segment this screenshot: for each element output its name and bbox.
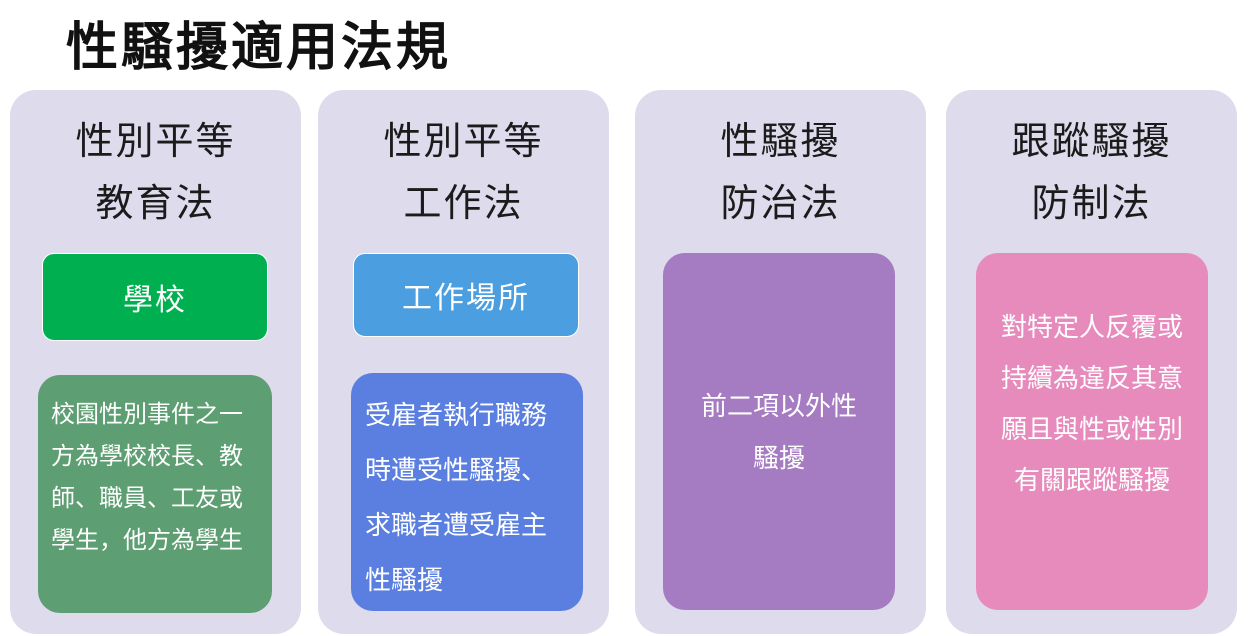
description-text: 對特定人反覆或持續為違反其意願且與性或性別有關跟蹤騷擾 [1000, 313, 1183, 496]
description-box: 校園性別事件之一方為學校校長、教師、職員、工友或學生，他方為學生 [38, 375, 272, 613]
panel-title-line2: 教育法 [95, 181, 216, 225]
panel-title-line1: 性別平等 [383, 119, 544, 163]
scope-box-workplace: 工作場所 [353, 253, 579, 337]
description-text: 受雇者執行職務時遭受性騷擾、求職者遭受雇主性騷擾 [365, 401, 548, 596]
description-box: 對特定人反覆或持續為違反其意願且與性或性別有關跟蹤騷擾 [976, 253, 1208, 610]
panel-title-line1: 性別平等 [75, 119, 236, 163]
panel-title: 性騷擾 防治法 [635, 110, 926, 234]
panel-title-line2: 工作法 [403, 181, 524, 225]
panel-title-line2: 防制法 [1031, 181, 1152, 225]
panel-title-line1: 性騷擾 [720, 119, 841, 163]
description-box: 前二項以外性騷擾 [663, 253, 895, 610]
scope-label: 學校 [123, 283, 187, 318]
panel-title: 性別平等 工作法 [318, 110, 609, 234]
page-title: 性騷擾適用法規 [66, 18, 452, 78]
scope-box-school: 學校 [42, 253, 268, 341]
panel-sexual-harassment-prevention-act: 性騷擾 防治法 前二項以外性騷擾 [635, 90, 926, 634]
panel-gender-equality-employment-act: 性別平等 工作法 工作場所 受雇者執行職務時遭受性騷擾、求職者遭受雇主性騷擾 [318, 90, 609, 634]
panel-title: 性別平等 教育法 [10, 110, 301, 234]
panel-stalking-harassment-prevention-act: 跟蹤騷擾 防制法 對特定人反覆或持續為違反其意願且與性或性別有關跟蹤騷擾 [946, 90, 1237, 634]
panel-gender-equity-education-act: 性別平等 教育法 學校 校園性別事件之一方為學校校長、教師、職員、工友或學生，他… [10, 90, 301, 634]
panel-title-line1: 跟蹤騷擾 [1011, 119, 1172, 163]
panel-title: 跟蹤騷擾 防制法 [946, 110, 1237, 234]
panel-title-line2: 防治法 [720, 181, 841, 225]
description-text: 前二項以外性騷擾 [700, 392, 857, 474]
description-box: 受雇者執行職務時遭受性騷擾、求職者遭受雇主性騷擾 [351, 373, 583, 611]
scope-label: 工作場所 [402, 281, 530, 316]
description-text: 校園性別事件之一方為學校校長、教師、職員、工友或學生，他方為學生 [51, 400, 243, 554]
